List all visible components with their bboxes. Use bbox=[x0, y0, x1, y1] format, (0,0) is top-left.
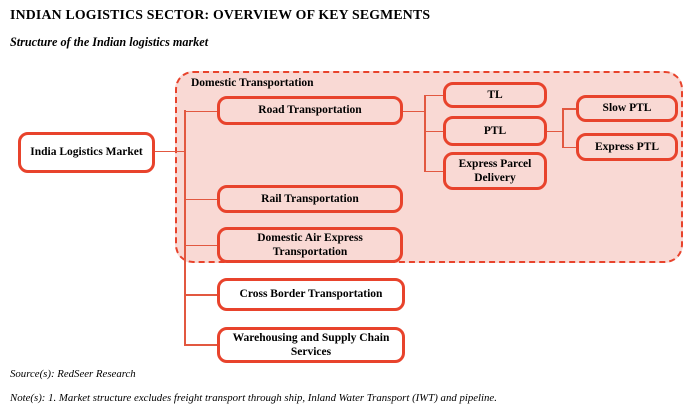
connector-branch-tl bbox=[424, 94, 443, 96]
node-express-ptl: Express PTL bbox=[576, 133, 678, 161]
group-label: Domestic Transportation bbox=[191, 77, 314, 89]
connector-branch-cross-border bbox=[184, 294, 217, 296]
note-text: Note(s): 1. Market structure excludes fr… bbox=[10, 392, 497, 404]
figure-subtitle: Structure of the Indian logistics market bbox=[10, 35, 209, 49]
node-road-transportation: Road Transportation bbox=[217, 96, 403, 125]
node-ptl: PTL bbox=[443, 116, 547, 146]
connector-branch-air bbox=[184, 244, 217, 246]
page-title: INDIAN LOGISTICS SECTOR: OVERVIEW OF KEY… bbox=[10, 7, 431, 22]
node-tl: TL bbox=[443, 82, 547, 108]
node-warehousing-supply-chain: Warehousing and Supply Chain Services bbox=[217, 327, 405, 363]
source-text: Source(s): RedSeer Research bbox=[10, 368, 136, 380]
connector-spine-level1 bbox=[184, 110, 186, 346]
node-cross-border-transportation: Cross Border Transportation bbox=[217, 278, 405, 311]
connector-branch-express-ptl bbox=[562, 146, 576, 148]
node-slow-ptl: Slow PTL bbox=[576, 95, 678, 122]
connector-road-to-spine bbox=[403, 110, 425, 112]
connector-branch-road bbox=[184, 110, 217, 112]
node-express-parcel-delivery: Express Parcel Delivery bbox=[443, 152, 547, 190]
node-rail-transportation: Rail Transportation bbox=[217, 185, 403, 213]
connector-branch-ptl bbox=[424, 130, 443, 132]
connector-branch-express-parcel bbox=[424, 170, 443, 172]
connector-branch-rail bbox=[184, 198, 217, 200]
connector-branch-warehousing bbox=[184, 344, 217, 346]
connector-root-to-spine bbox=[155, 150, 185, 152]
connector-ptl-to-spine bbox=[547, 130, 563, 132]
connector-branch-slow-ptl bbox=[562, 108, 576, 110]
connector-spine-level2 bbox=[424, 94, 426, 172]
connector-spine-level3 bbox=[562, 108, 564, 147]
node-domestic-air-express: Domestic Air Express Transportation bbox=[217, 227, 403, 263]
node-india-logistics-market: India Logistics Market bbox=[18, 132, 155, 173]
